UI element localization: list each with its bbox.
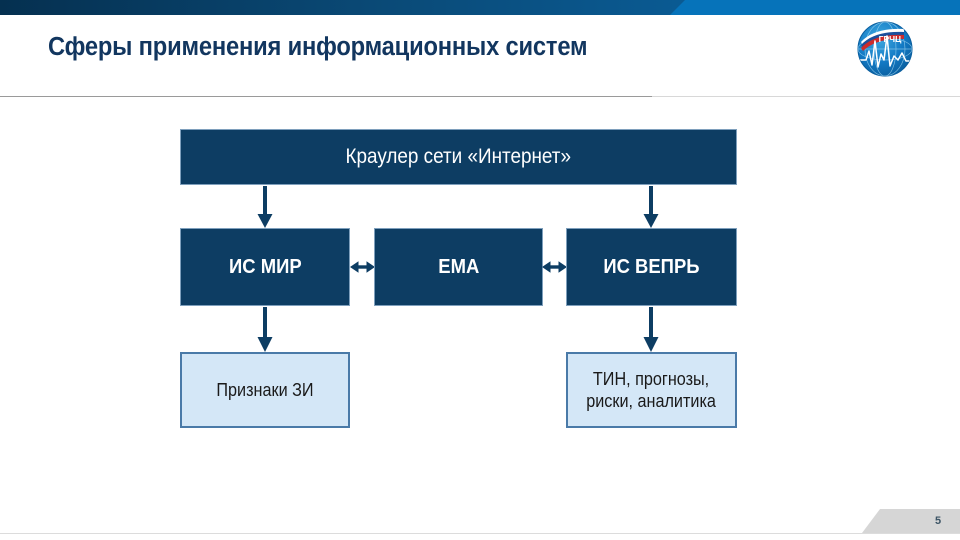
flow-node-isvepr[interactable]: ИС ВЕПРЬ: [566, 228, 737, 306]
flow-node-isvepr-label: ИС ВЕПРЬ: [603, 255, 700, 279]
slide-header: Сферы применения информационных систем: [0, 15, 960, 97]
header-divider-left: [0, 96, 652, 97]
flow-node-ismir[interactable]: ИС МИР: [180, 228, 350, 306]
flow-node-priznaki-zi-label: Признаки ЗИ: [216, 379, 314, 400]
arrow-isvepr-to-tin: [638, 307, 664, 353]
header-divider-right: [652, 96, 960, 97]
footer-band: [862, 509, 960, 533]
top-accent-bar-light-segment: [670, 0, 960, 15]
page-number: 5: [934, 515, 942, 527]
arrow-ismir-to-priznaki: [252, 307, 278, 353]
flow-node-tin-analytics-line1: ТИН, прогнозы,: [593, 368, 710, 389]
arrow-crawler-to-isvepr: [638, 186, 664, 229]
arrow-crawler-to-ismir: [252, 186, 278, 229]
flow-node-ema[interactable]: ЕМА: [374, 228, 543, 306]
flow-node-tin-analytics-label: ТИН, прогнозы, риски, аналитика: [587, 368, 717, 413]
flow-node-tin-analytics-line2: риски, аналитика: [586, 391, 717, 411]
arrow-ema-isvepr-bidirectional: [542, 255, 567, 279]
flow-node-ismir-label: ИС МИР: [228, 255, 302, 279]
flow-node-crawler-label: Краулер сети «Интернет»: [345, 144, 572, 168]
arrow-ismir-ema-bidirectional: [350, 255, 375, 279]
footer-divider: [0, 533, 960, 534]
page-title: Сферы применения информационных систем: [48, 33, 588, 61]
flow-node-crawler[interactable]: Краулер сети «Интернет»: [180, 129, 737, 185]
flow-node-tin-analytics[interactable]: ТИН, прогнозы, риски, аналитика: [566, 352, 737, 428]
top-accent-bar-dark-segment: [0, 0, 700, 15]
grchc-logo-icon: ГРЧЦ: [856, 20, 914, 78]
logo-wordmark: ГРЧЦ: [879, 34, 902, 44]
flow-node-priznaki-zi[interactable]: Признаки ЗИ: [180, 352, 350, 428]
flow-node-ema-label: ЕМА: [437, 255, 480, 279]
top-accent-bar: [0, 0, 960, 15]
